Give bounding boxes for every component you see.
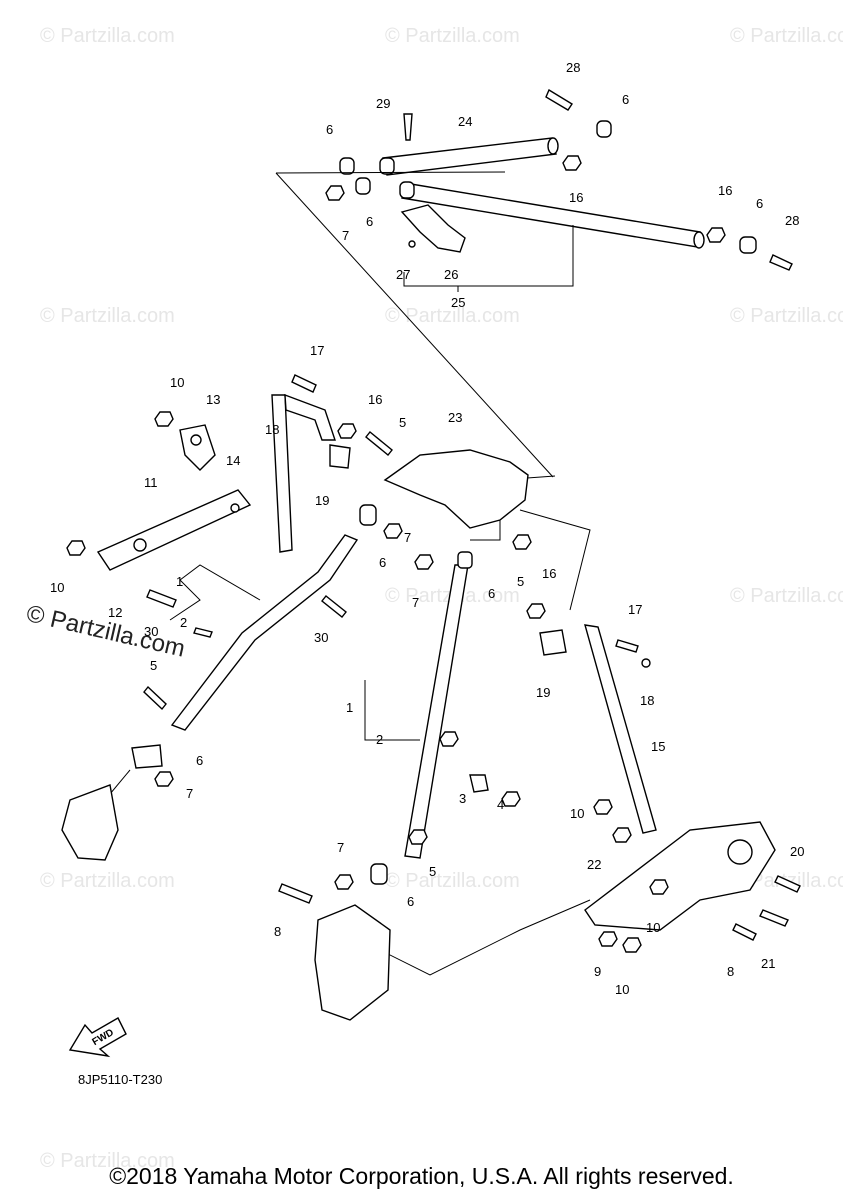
callout: 7 <box>404 530 411 545</box>
callout: 30 <box>144 624 158 639</box>
callout: 6 <box>326 122 333 137</box>
callout: 20 <box>790 844 804 859</box>
center-frame-parts <box>278 431 532 1021</box>
callout: 5 <box>429 864 436 879</box>
callout: 5 <box>517 574 524 589</box>
callout: 12 <box>108 605 122 620</box>
callout: 8 <box>727 964 734 979</box>
callout: 6 <box>196 753 203 768</box>
callout: 18 <box>640 693 654 708</box>
callout: 3 <box>459 791 466 806</box>
callout: 6 <box>379 555 386 570</box>
callout: 19 <box>315 493 329 508</box>
callout: 27 <box>396 267 410 282</box>
callout: 23 <box>448 410 462 425</box>
callout: 5 <box>150 658 157 673</box>
callout: 21 <box>761 956 775 971</box>
callout: 16 <box>569 190 583 205</box>
diagram-code: 8JP5110-T230 <box>78 1072 163 1087</box>
callout: 10 <box>50 580 64 595</box>
callout: 6 <box>756 196 763 211</box>
callout: 6 <box>622 92 629 107</box>
left-frame-parts <box>61 374 359 861</box>
callout: 8 <box>274 924 281 939</box>
rear-bar-assembly <box>325 88 793 292</box>
callout: 24 <box>458 114 472 129</box>
callout: 28 <box>785 213 799 228</box>
callout: 6 <box>407 894 414 909</box>
callout: 25 <box>451 295 465 310</box>
callout: 15 <box>651 739 665 754</box>
callout: 5 <box>399 415 406 430</box>
callout: 1 <box>346 700 353 715</box>
callout: 1 <box>176 574 183 589</box>
callout: 7 <box>342 228 349 243</box>
callout: 13 <box>206 392 220 407</box>
callout-labels: 28 6 29 24 6 16 7 6 16 6 28 27 26 25 17 … <box>50 60 804 997</box>
callout: 10 <box>615 982 629 997</box>
callout: 19 <box>536 685 550 700</box>
callout: 10 <box>646 920 660 935</box>
callout: 6 <box>366 214 373 229</box>
callout: 16 <box>368 392 382 407</box>
callout: 22 <box>587 857 601 872</box>
callout: 7 <box>186 786 193 801</box>
right-frame-parts <box>526 603 801 953</box>
callout: 30 <box>314 630 328 645</box>
callout: 28 <box>566 60 580 75</box>
callout: 2 <box>180 615 187 630</box>
callout: 6 <box>488 586 495 601</box>
callout: 9 <box>594 964 601 979</box>
callout: 7 <box>412 595 419 610</box>
callout: 10 <box>170 375 184 390</box>
callout: 11 <box>144 475 158 490</box>
callout: 7 <box>337 840 344 855</box>
callout: 4 <box>497 797 504 812</box>
callout: 14 <box>226 453 240 468</box>
callout: 18 <box>265 422 279 437</box>
callout: 10 <box>570 806 584 821</box>
callout: 29 <box>376 96 390 111</box>
callout: 2 <box>376 732 383 747</box>
callout: 17 <box>628 602 642 617</box>
callout: 26 <box>444 267 458 282</box>
copyright-text: ©2018 Yamaha Motor Corporation, U.S.A. A… <box>109 1163 734 1189</box>
callout: 16 <box>718 183 732 198</box>
callout: 16 <box>542 566 556 581</box>
fwd-arrow-icon: FWD <box>68 1017 127 1058</box>
callout: 17 <box>310 343 324 358</box>
